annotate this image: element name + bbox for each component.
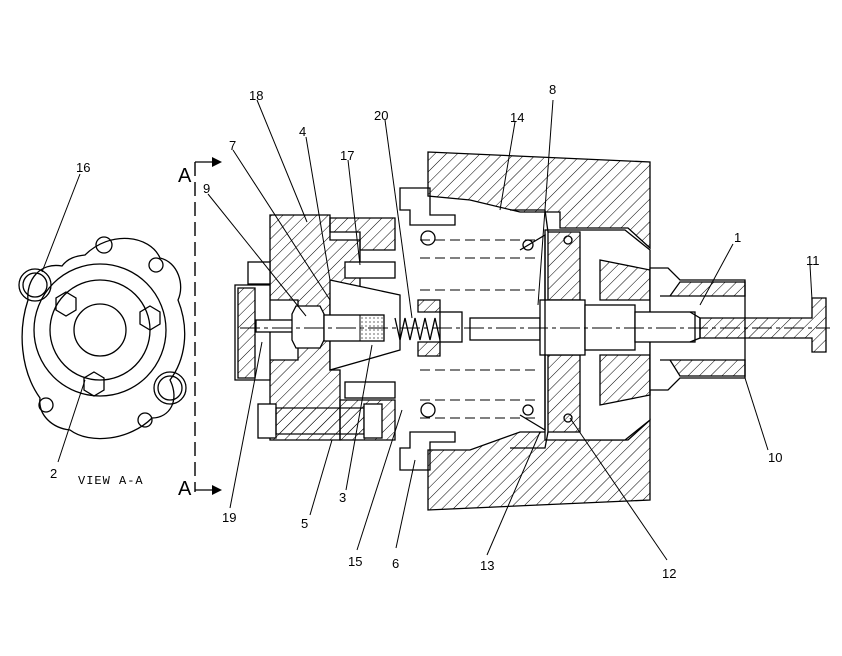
callout-17: 17 <box>340 148 354 163</box>
callout-8: 8 <box>549 82 556 97</box>
callout-20: 20 <box>374 108 388 123</box>
main-assembly-section <box>234 151 830 511</box>
callout-9: 9 <box>203 181 210 196</box>
labels: A A VIEW A-A 1 2 3 4 5 6 7 8 9 10 11 12 … <box>50 82 820 581</box>
callout-19: 19 <box>222 510 236 525</box>
callout-10: 10 <box>768 450 782 465</box>
callout-13: 13 <box>480 558 494 573</box>
section-mark-top: A <box>178 165 192 187</box>
view-label: VIEW A-A <box>78 474 144 488</box>
callout-5: 5 <box>301 516 308 531</box>
callout-3: 3 <box>339 490 346 505</box>
callout-15: 15 <box>348 554 362 569</box>
callout-4: 4 <box>299 124 306 139</box>
leader-lines <box>41 99 813 561</box>
callout-7: 7 <box>229 138 236 153</box>
callout-11: 11 <box>806 253 820 268</box>
callout-18: 18 <box>249 88 263 103</box>
callout-1: 1 <box>734 230 741 245</box>
callout-6: 6 <box>392 556 399 571</box>
callout-2: 2 <box>50 466 57 481</box>
callout-16: 16 <box>76 160 90 175</box>
section-mark-bottom: A <box>178 478 192 500</box>
section-line-a-a <box>194 157 222 495</box>
end-view-a-a <box>18 236 187 440</box>
callout-14: 14 <box>510 110 524 125</box>
callout-12: 12 <box>662 566 676 581</box>
